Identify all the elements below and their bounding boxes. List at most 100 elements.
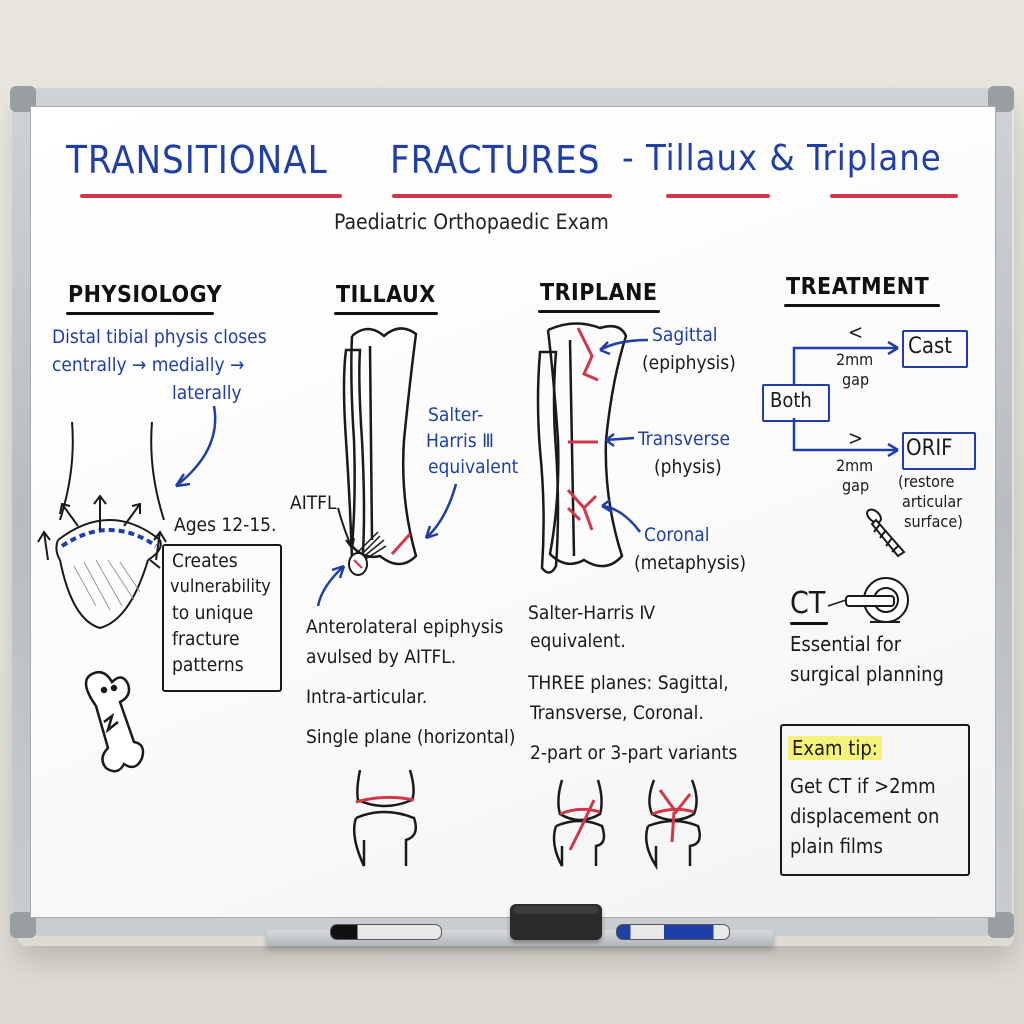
exam-tip-line: Get CT if >2mm [790,774,936,798]
physiology-box-line: fracture [172,628,240,650]
tillaux-sh-label: Harris Ⅲ [426,430,494,452]
triplane-desc-line: 2-part or 3-part variants [530,742,738,764]
physiology-line1: Distal tibial physis closes [52,326,267,348]
exam-tip-box [780,724,970,876]
treatment-gt: > [848,426,864,450]
arrow-head [601,499,613,514]
treatment-both-box [762,384,830,422]
tillaux-desc-line: Single plane (horizontal) [306,726,516,748]
heading-tillaux: TILLAUX [336,282,436,308]
treatment-gap2: 2mm [836,456,874,475]
growth-arrows [37,494,167,561]
triplane-label-transverse-sub: (physis) [654,456,722,478]
physis-hatching [73,559,141,611]
heading-treatment: TREATMENT [786,274,930,300]
tillaux-tibia-drawing [342,327,418,571]
title-underline [666,194,770,198]
physiology-ages: Ages 12-15. [174,514,277,536]
exam-tip-line: displacement on [790,804,940,828]
treatment-ct: CT [790,586,826,621]
treatment-lt: < [848,320,864,344]
triplane-tibia-drawing [536,322,628,574]
treatment-orif-box [902,432,976,470]
tillaux-desc-line: Anterolateral epiphysis [306,616,504,638]
heading-underline [66,312,214,315]
title-part3: - Tillaux & Triplane [622,138,942,179]
fragment-fracture [353,559,363,569]
triplane-desc-line: Salter-Harris Ⅳ [528,602,656,624]
physis-sketch [55,421,165,630]
treatment-ct-desc: Essential for [790,632,902,656]
physis-line [60,528,158,548]
treatment-orif-note: surface) [904,512,963,531]
avulsion-arrow [316,565,345,607]
tillaux-aitfl-label: AITFL [290,492,337,514]
physiology-note-box [162,544,282,692]
cartoon-bone-icon [84,671,145,773]
tillaux-ankle-sketch [353,769,417,867]
arrow-head [331,564,346,579]
triplane-desc-line: equivalent. [530,630,626,652]
title-part2: FRACTURES [390,138,601,182]
screw-icon [866,508,906,558]
treatment-both: Both [770,388,812,412]
arrow-head [424,525,439,540]
heading-underline [334,312,438,315]
physiology-box-line: to unique [172,602,254,624]
heading-underline [784,304,940,307]
blue-marker[interactable] [616,924,730,940]
aitfl-ligament [357,531,387,561]
heading-physiology: PHYSIOLOGY [68,282,223,308]
tillaux-ankle-fracture [355,795,415,804]
tillaux-desc-line: Intra-articular. [306,686,428,708]
triplane-label-sagittal: Sagittal [652,324,718,346]
ct-underline [790,622,828,625]
treatment-ct-desc: surgical planning [790,662,944,686]
ct-connector [827,599,847,607]
exam-tip-highlight: Exam tip: [788,736,882,760]
triplane-ankle-sketch-1 [552,779,606,867]
physiology-arrow [175,405,217,487]
transverse-arrow [605,436,635,442]
tillaux-sh-label: Salter- [428,404,484,426]
physiology-line2: centrally → medially → [52,354,245,376]
physiology-box-line: Creates [172,550,238,572]
title-underline [830,194,958,198]
treatment-gap1: gap [842,370,870,389]
triplane-ankle-fracture-2 [651,789,695,843]
subtitle: Paediatric Orthopaedic Exam [334,210,609,234]
triplane-desc-line: THREE planes: Sagittal, [528,672,729,694]
physiology-box-line: patterns [172,654,244,676]
callout-line [149,559,161,569]
tillaux-fracture-line [390,532,412,556]
heading-underline [538,310,660,313]
triplane-label-transverse: Transverse [638,428,730,450]
title-part1: TRANSITIONAL [66,138,328,182]
sh3-arrow [425,483,458,539]
arrow-head [345,537,355,549]
title-underline [392,194,612,198]
arrow-head [599,341,611,356]
triplane-label-coronal-sub: (metaphysis) [634,552,747,574]
whiteboard-surface [30,106,996,918]
treatment-gap1: 2mm [836,350,874,369]
black-marker[interactable] [330,924,442,940]
treatment-flow-lines [792,340,899,458]
triplane-desc-line: Transverse, Coronal. [530,702,704,724]
heading-triplane: TRIPLANE [540,280,658,306]
physiology-box-line: vulnerability [170,576,271,597]
triplane-label-coronal: Coronal [644,524,710,546]
arrow-head [605,433,615,447]
exam-tip-heading: Exam tip: [788,736,882,760]
triplane-ankle-fracture-1 [559,799,601,851]
treatment-orif: ORIF [906,436,953,461]
treatment-orif-note: (restore [898,472,955,491]
triplane-fracture-lines [566,327,599,531]
treatment-gap2: gap [842,476,870,495]
triplane-label-sagittal-sub: (epiphysis) [642,352,736,374]
title-underline [80,194,342,198]
eraser-top [514,906,598,914]
arrow-head [174,473,191,488]
treatment-cast-box [902,330,968,368]
